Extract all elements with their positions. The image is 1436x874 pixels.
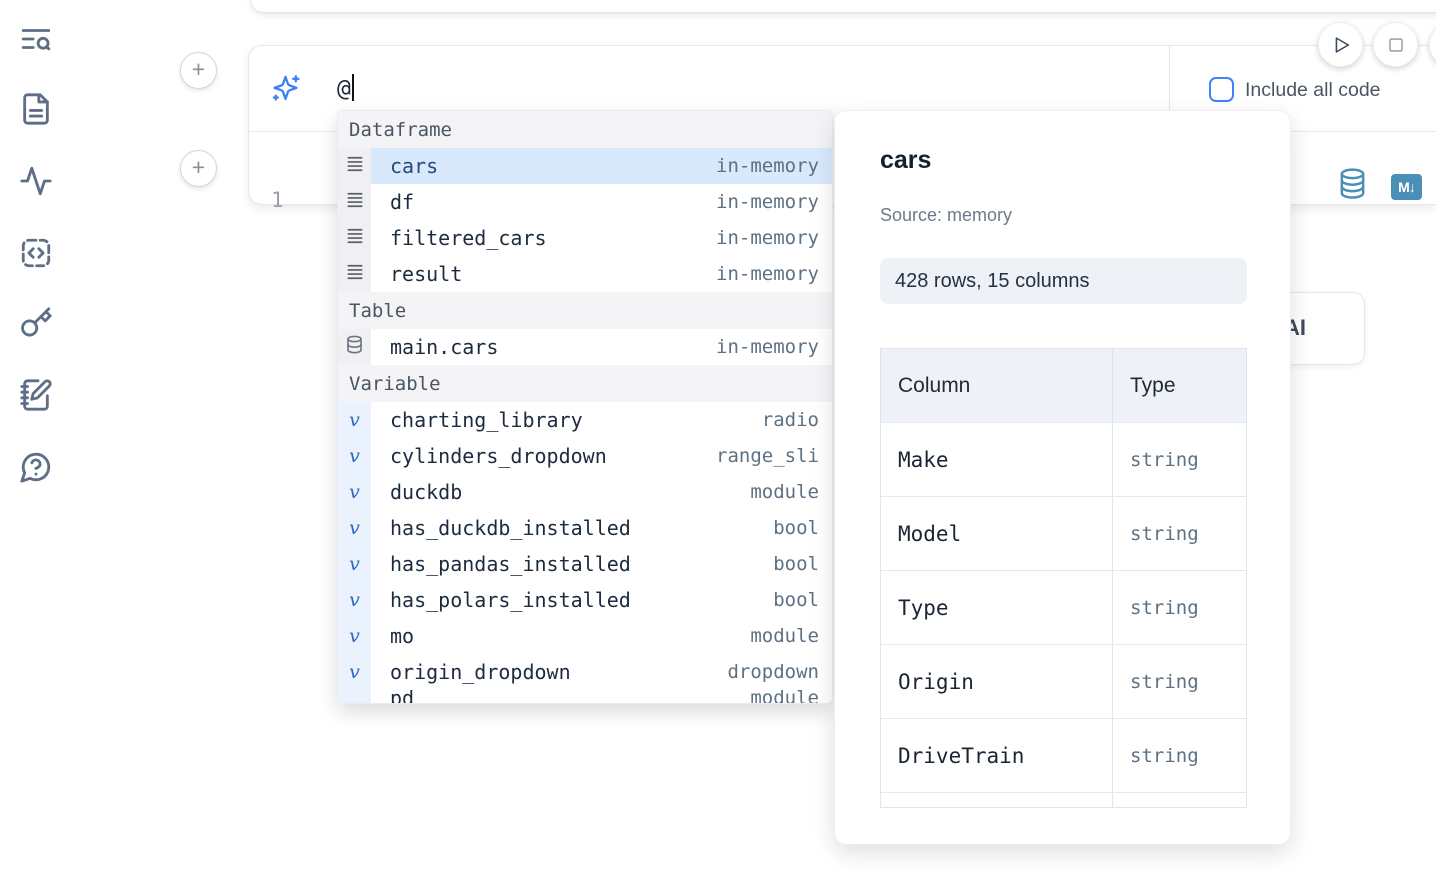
ai-prompt-input[interactable]: @ xyxy=(337,74,354,102)
dataframe-rows-icon xyxy=(338,184,371,220)
add-cell-above-button[interactable]: + xyxy=(180,52,217,89)
variable-icon: v xyxy=(338,654,371,690)
variable-icon: v xyxy=(338,582,371,618)
sparkles-ai-icon xyxy=(270,73,301,104)
schema-row: Origin string xyxy=(881,644,1246,718)
text-search-icon[interactable] xyxy=(19,22,53,56)
markdown-convert-icon[interactable]: M↓ xyxy=(1391,174,1422,200)
autocomplete-popup: Dataframe cars in-memory df in-memory fi… xyxy=(337,110,833,704)
autocomplete-item[interactable]: v has_pandas_installed bool xyxy=(338,546,832,582)
variable-icon: v xyxy=(338,438,371,474)
text-caret xyxy=(351,74,354,101)
autocomplete-item[interactable]: result in-memory xyxy=(338,256,832,292)
dataframe-rows-icon xyxy=(338,256,371,292)
variable-icon: v xyxy=(338,402,371,438)
key-icon[interactable] xyxy=(19,306,53,340)
schema-row-partial xyxy=(881,792,1246,807)
autocomplete-item[interactable]: v origin_dropdown dropdown xyxy=(338,654,832,690)
include-all-code-checkbox[interactable] xyxy=(1209,77,1234,102)
column-header: Column xyxy=(881,349,1113,422)
autocomplete-item[interactable]: cars in-memory xyxy=(338,148,832,184)
schema-row: Model string xyxy=(881,496,1246,570)
line-number: 1 xyxy=(271,188,284,212)
autocomplete-item[interactable]: v has_polars_installed bool xyxy=(338,582,832,618)
schema-row: Make string xyxy=(881,422,1246,496)
autocomplete-item[interactable]: v charting_library radio xyxy=(338,402,832,438)
file-text-icon[interactable] xyxy=(19,92,53,126)
help-chat-icon[interactable] xyxy=(19,450,53,484)
add-cell-below-button[interactable]: + xyxy=(180,150,217,187)
schema-row: Type string xyxy=(881,570,1246,644)
variable-icon: v xyxy=(338,474,371,510)
schema-table: Column Type Make string Model string Typ… xyxy=(880,348,1247,808)
section-header-table: Table xyxy=(338,292,832,329)
preview-title: cars xyxy=(880,146,932,174)
variable-icon xyxy=(338,690,371,703)
autocomplete-item[interactable]: main.cars in-memory xyxy=(338,329,832,365)
database-sources-icon[interactable] xyxy=(1338,168,1367,200)
variable-icon: v xyxy=(338,546,371,582)
autocomplete-item[interactable]: v duckdb module xyxy=(338,474,832,510)
dataframe-preview-panel: cars Source: memory 428 rows, 15 columns… xyxy=(834,110,1291,845)
activity-icon[interactable] xyxy=(19,164,53,198)
autocomplete-item[interactable]: filtered_cars in-memory xyxy=(338,220,832,256)
shape-badge: 428 rows, 15 columns xyxy=(880,258,1247,304)
include-all-code-label: Include all code xyxy=(1245,79,1381,101)
autocomplete-item[interactable]: v has_duckdb_installed bool xyxy=(338,510,832,546)
variable-icon: v xyxy=(338,510,371,546)
dataframe-rows-icon xyxy=(338,220,371,256)
autocomplete-item[interactable]: df in-memory xyxy=(338,184,832,220)
code-snippets-icon[interactable] xyxy=(19,236,53,270)
autocomplete-item-partial[interactable]: pd module xyxy=(338,690,832,703)
autocomplete-item[interactable]: v mo module xyxy=(338,618,832,654)
section-header-variable: Variable xyxy=(338,365,832,402)
autocomplete-item[interactable]: v cylinders_dropdown range_sli xyxy=(338,438,832,474)
notebook-pen-icon[interactable] xyxy=(19,378,53,412)
dataframe-rows-icon xyxy=(338,148,371,184)
type-header: Type xyxy=(1130,373,1176,397)
schema-row: DriveTrain string xyxy=(881,718,1246,792)
previous-cell-edge xyxy=(250,0,1436,13)
section-header-dataframe: Dataframe xyxy=(338,111,832,148)
run-cell-button[interactable] xyxy=(1318,22,1363,67)
prompt-divider xyxy=(1169,46,1170,131)
stop-button[interactable] xyxy=(1373,22,1418,67)
preview-source: Source: memory xyxy=(880,205,1013,225)
schema-header-row: Column Type xyxy=(881,349,1246,422)
variable-icon: v xyxy=(338,618,371,654)
table-database-icon xyxy=(338,329,371,365)
